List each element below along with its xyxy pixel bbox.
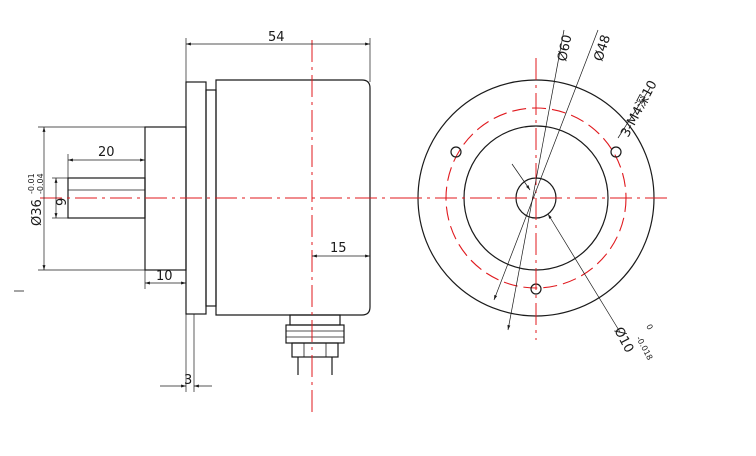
overall-length-dimension: 54 [268, 30, 285, 45]
front-view: Ø60 Ø48 3-M4深10 Ø10 0 -0.018 [400, 29, 672, 362]
mount-hole-1 [450, 146, 462, 158]
bore-leader [547, 213, 621, 333]
bore-diameter-label: Ø10 [610, 325, 636, 356]
bore-tolerance-lower: -0.018 [634, 335, 654, 362]
side-view: 54 20 9 Ø36 -0.01 -0.04 10 3 15 [14, 30, 400, 412]
hole-leader [617, 87, 651, 139]
mount-hole-2 [610, 146, 622, 158]
flange-tolerance-upper: -0.01 [27, 173, 36, 194]
flange-tolerance-lower: -0.04 [36, 173, 45, 194]
encoder-body-outline [215, 79, 371, 316]
bore-tolerance-upper: 0 [644, 323, 654, 332]
boss-length-dimension: 10 [156, 269, 173, 284]
flange-diameter-dimension: Ø36 [30, 199, 45, 226]
bore-arrow-top [511, 163, 531, 191]
shaft-length-dimension: 20 [98, 145, 115, 160]
cable-gland [285, 314, 345, 375]
flange-thickness-dimension: 3 [184, 373, 192, 388]
shaft-diameter-dimension: 9 [55, 198, 70, 206]
bolt-circle-leader [493, 29, 599, 301]
outer-diameter-label: Ø60 [555, 34, 575, 63]
mount-holes-label: 3-M4深10 [618, 78, 660, 140]
outer-diameter-leader [507, 29, 565, 331]
connector-offset-dimension: 15 [330, 241, 347, 256]
